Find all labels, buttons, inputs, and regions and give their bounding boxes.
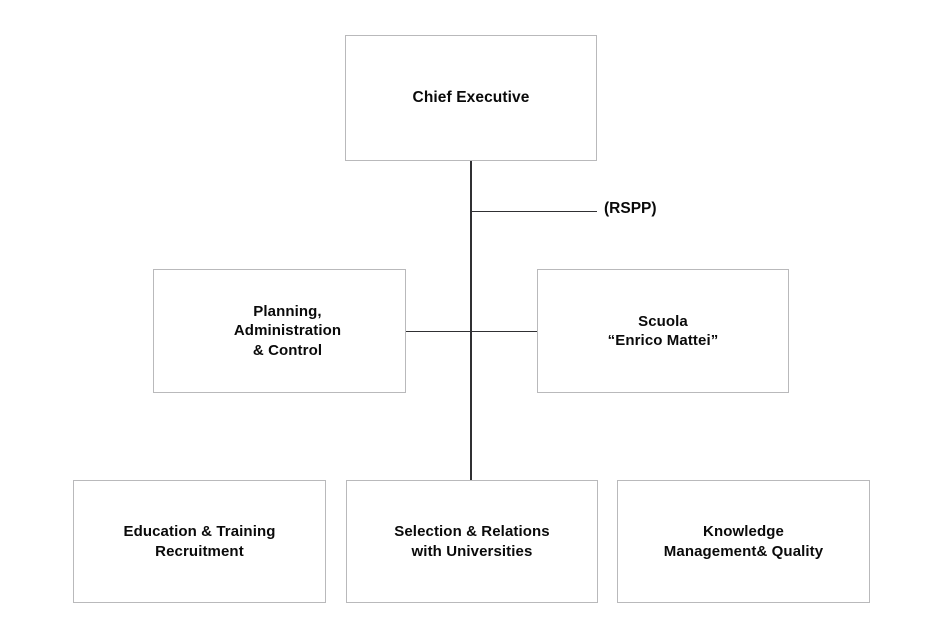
node-chief-executive[interactable]: Chief Executive bbox=[345, 35, 597, 161]
node-education-training-recruitment-label: Education & Training Recruitment bbox=[123, 523, 276, 560]
connector-middle-row-horizontal bbox=[405, 330, 537, 333]
node-education-training-recruitment[interactable]: Education & Training Recruitment bbox=[73, 480, 326, 603]
node-selection-relations-universities-label: Selection & Relations with Universities bbox=[394, 523, 550, 560]
node-knowledge-management-quality[interactable]: Knowledge Management& Quality bbox=[617, 480, 870, 603]
node-chief-executive-label: Chief Executive bbox=[412, 89, 530, 107]
connector-vertical-trunk bbox=[470, 160, 472, 480]
connector-rspp-stub bbox=[470, 210, 597, 213]
node-selection-relations-universities[interactable]: Selection & Relations with Universities bbox=[346, 480, 598, 603]
annotation-rspp: (RSPP) bbox=[604, 200, 657, 217]
node-knowledge-management-quality-label: Knowledge Management& Quality bbox=[663, 523, 824, 560]
node-planning-administration-control-label: Planning, Administration & Control bbox=[233, 303, 342, 359]
node-scuola-enrico-mattei-label: Scuola “Enrico Mattei” bbox=[607, 312, 719, 349]
node-scuola-enrico-mattei[interactable]: Scuola “Enrico Mattei” bbox=[537, 269, 789, 393]
node-planning-administration-control[interactable]: Planning, Administration & Control bbox=[153, 269, 406, 393]
